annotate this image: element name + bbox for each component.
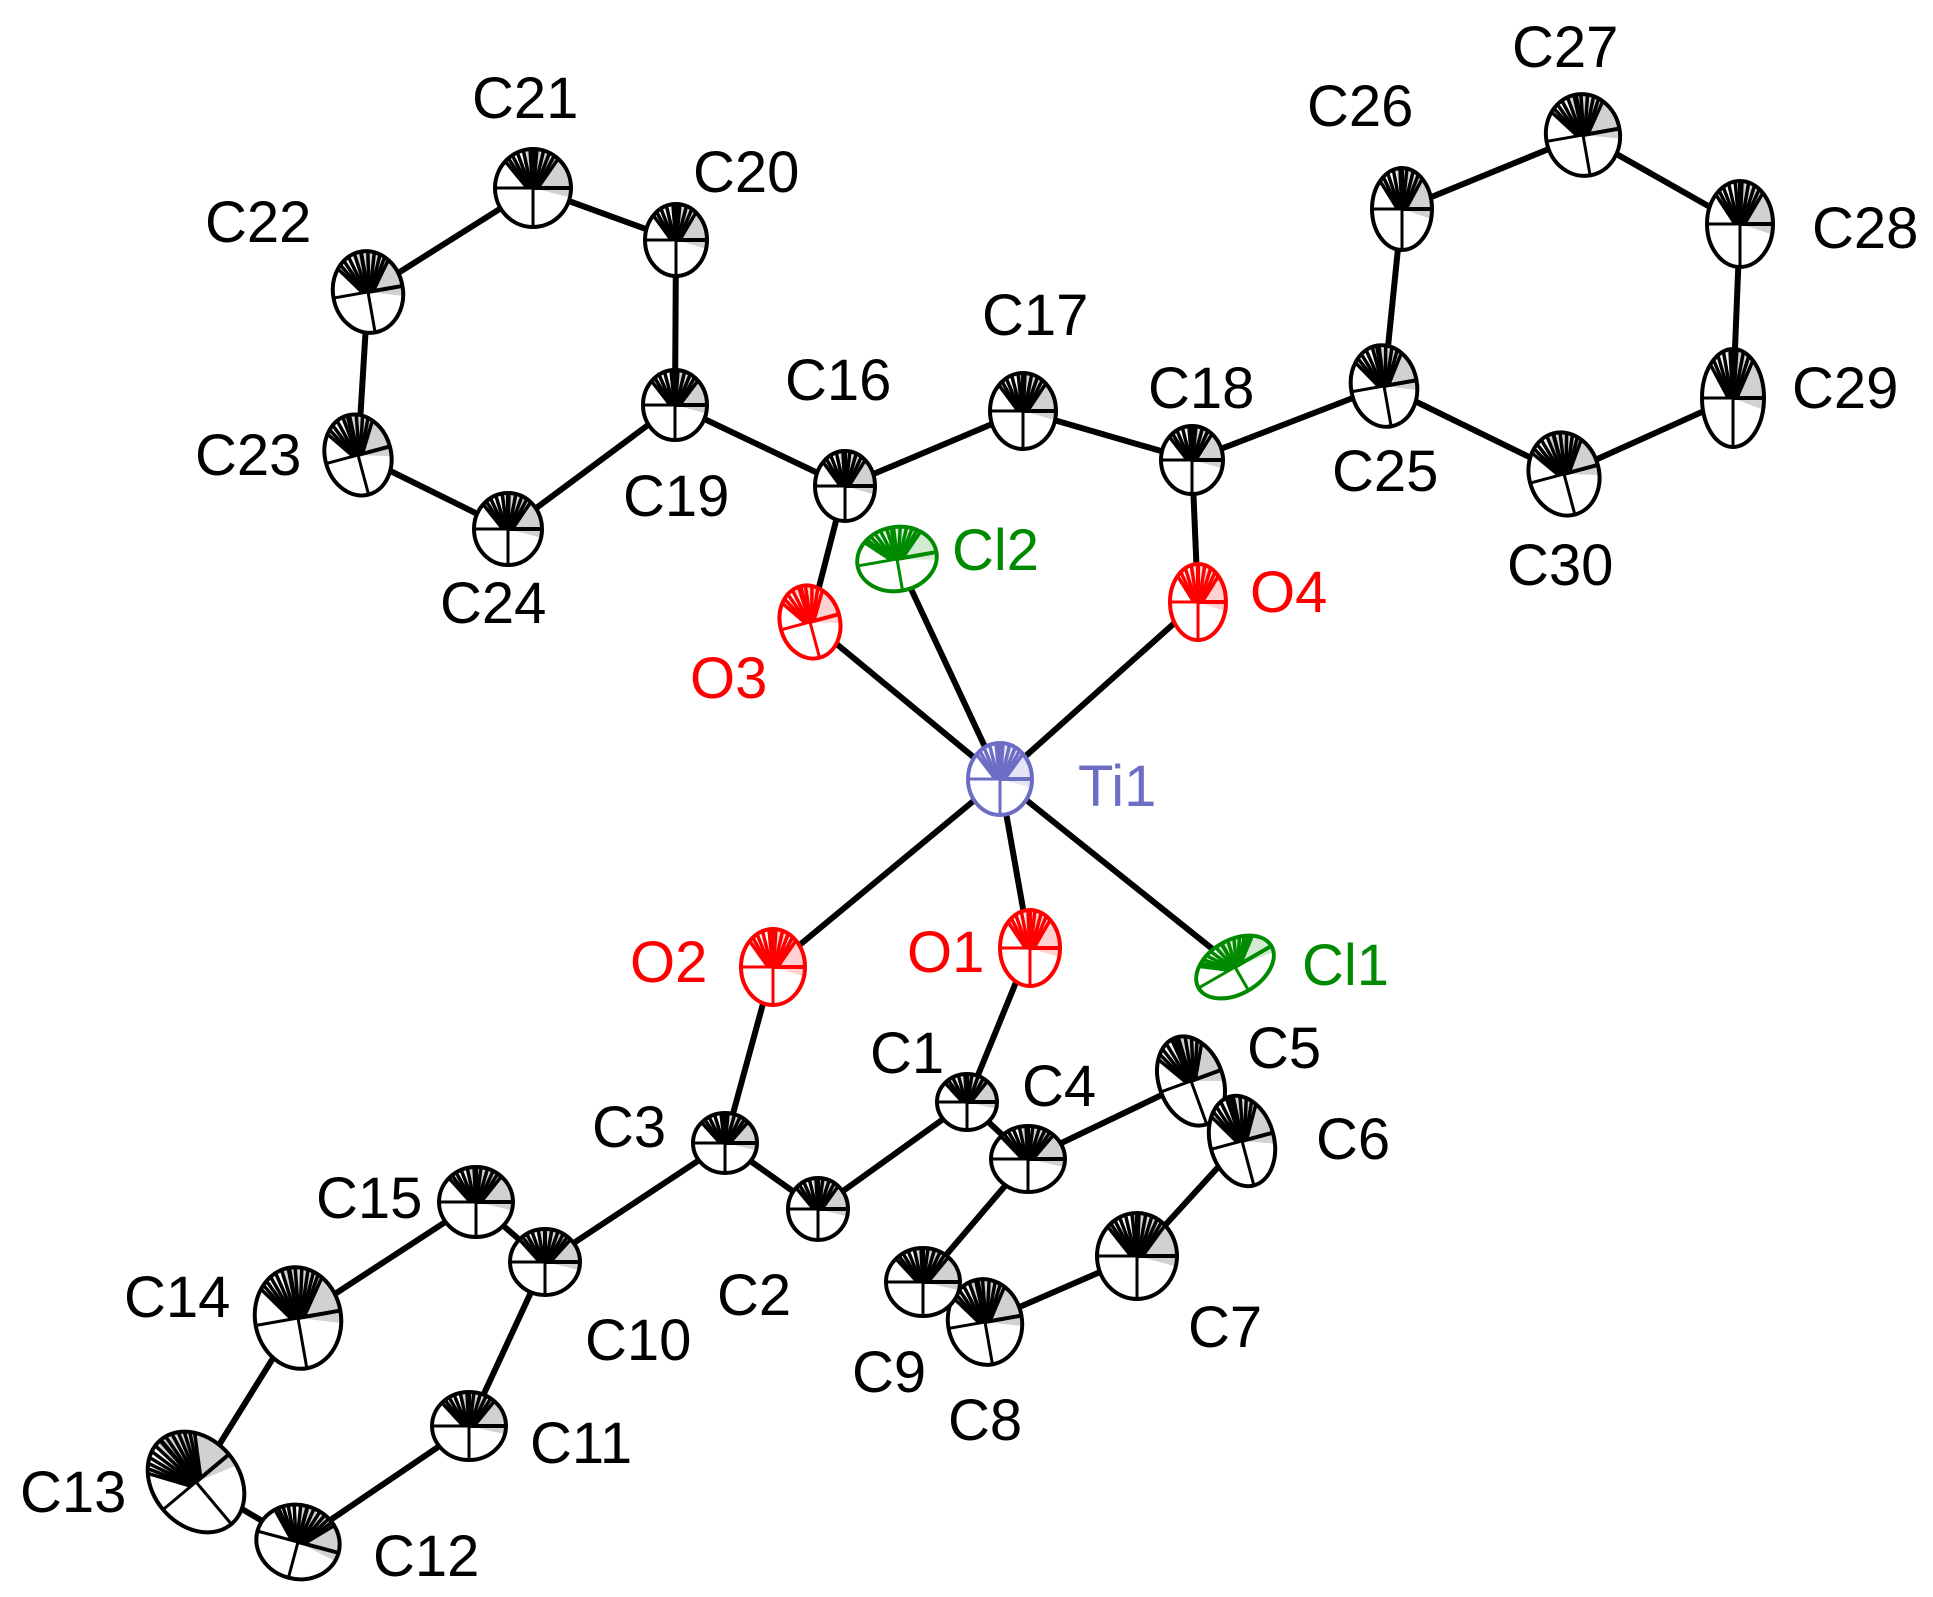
bond-ti1-cl1: [997, 776, 1238, 970]
label-c17: C17: [982, 283, 1088, 348]
label-c10: C10: [585, 1308, 691, 1373]
atom-c12: [254, 1495, 349, 1582]
atom-c11: [430, 1390, 508, 1462]
bond-ti1-o2: [770, 776, 1003, 970]
label-c7: C7: [1188, 1295, 1262, 1360]
label-c12: C12: [373, 1524, 479, 1589]
label-c13: C13: [20, 1460, 126, 1525]
atom-c9: [884, 1246, 962, 1318]
atom-c21: [493, 147, 573, 229]
label-c4: C4: [1022, 1054, 1096, 1119]
atom-cl2: [852, 520, 939, 594]
hatch-c20: [645, 204, 707, 249]
atom-c1: [935, 1072, 999, 1132]
atom-c15: [437, 1165, 515, 1239]
atom-c3: [691, 1111, 759, 1175]
atom-c26: [1370, 166, 1434, 252]
label-c14: C14: [124, 1265, 230, 1330]
atom-c30: [1519, 424, 1602, 518]
label-c27: C27: [1512, 15, 1618, 80]
atom-c27: [1539, 88, 1623, 178]
label-c9: C9: [852, 1340, 926, 1405]
atom-c4: [989, 1124, 1067, 1194]
label-c20: C20: [693, 140, 799, 205]
labels-layer: Ti1Cl1Cl2O1O2O3O4C1C2C3C4C5C6C7C8C9C10C1…: [20, 15, 1918, 1589]
label-o2: O2: [630, 930, 707, 995]
label-c11: C11: [530, 1411, 632, 1476]
hatch-c19: [643, 370, 707, 414]
label-cl2: Cl2: [952, 518, 1039, 583]
atom-c17: [988, 371, 1058, 451]
atom-c7: [1095, 1211, 1179, 1301]
atom-c19: [641, 368, 709, 442]
bond-ti1-o4: [997, 599, 1201, 782]
label-c19: C19: [623, 464, 729, 529]
label-c29: C29: [1792, 356, 1898, 421]
atom-c18: [1159, 424, 1225, 496]
atom-c28: [1705, 179, 1775, 269]
label-c3: C3: [592, 1095, 666, 1160]
atom-c13: [127, 1412, 247, 1535]
label-c5: C5: [1247, 1016, 1321, 1081]
label-c8: C8: [948, 1388, 1022, 1453]
label-c30: C30: [1507, 533, 1613, 598]
atom-c29: [1700, 347, 1766, 449]
hatch-ti1: [968, 743, 1032, 788]
atom-c25: [1344, 339, 1420, 429]
label-c24: C24: [440, 571, 546, 636]
atom-o3: [771, 578, 843, 661]
label-o3: O3: [690, 646, 767, 711]
atom-o2: [739, 927, 807, 1007]
label-c6: C6: [1316, 1107, 1390, 1172]
label-c16: C16: [785, 348, 891, 413]
label-c25: C25: [1332, 439, 1438, 504]
atom-ti1: [966, 741, 1034, 817]
bond-ti1-cl2: [894, 556, 1003, 782]
bond-ti1-o3: [807, 619, 1003, 782]
atom-c22: [326, 245, 406, 335]
label-o1: O1: [907, 920, 984, 985]
atom-o1: [998, 908, 1062, 988]
label-c26: C26: [1307, 74, 1413, 139]
atoms-layer: [127, 88, 1775, 1582]
label-c22: C22: [205, 190, 311, 255]
atom-c14: [246, 1260, 344, 1371]
atom-c20: [643, 202, 709, 278]
label-cl1: Cl1: [1302, 933, 1389, 998]
atom-c23: [315, 406, 394, 498]
atom-o4: [1168, 562, 1228, 642]
atom-c16: [813, 449, 877, 523]
atom-c24: [472, 491, 544, 567]
label-c15: C15: [316, 1166, 422, 1231]
atom-c10: [508, 1227, 582, 1297]
label-c21: C21: [472, 66, 578, 131]
atom-c2: [786, 1176, 850, 1242]
label-c18: C18: [1148, 356, 1254, 421]
label-c28: C28: [1812, 196, 1918, 261]
label-c2: C2: [717, 1263, 791, 1328]
label-c23: C23: [195, 423, 301, 488]
label-o4: O4: [1250, 560, 1327, 625]
label-ti1: Ti1: [1078, 754, 1156, 819]
label-c1: C1: [870, 1021, 944, 1086]
